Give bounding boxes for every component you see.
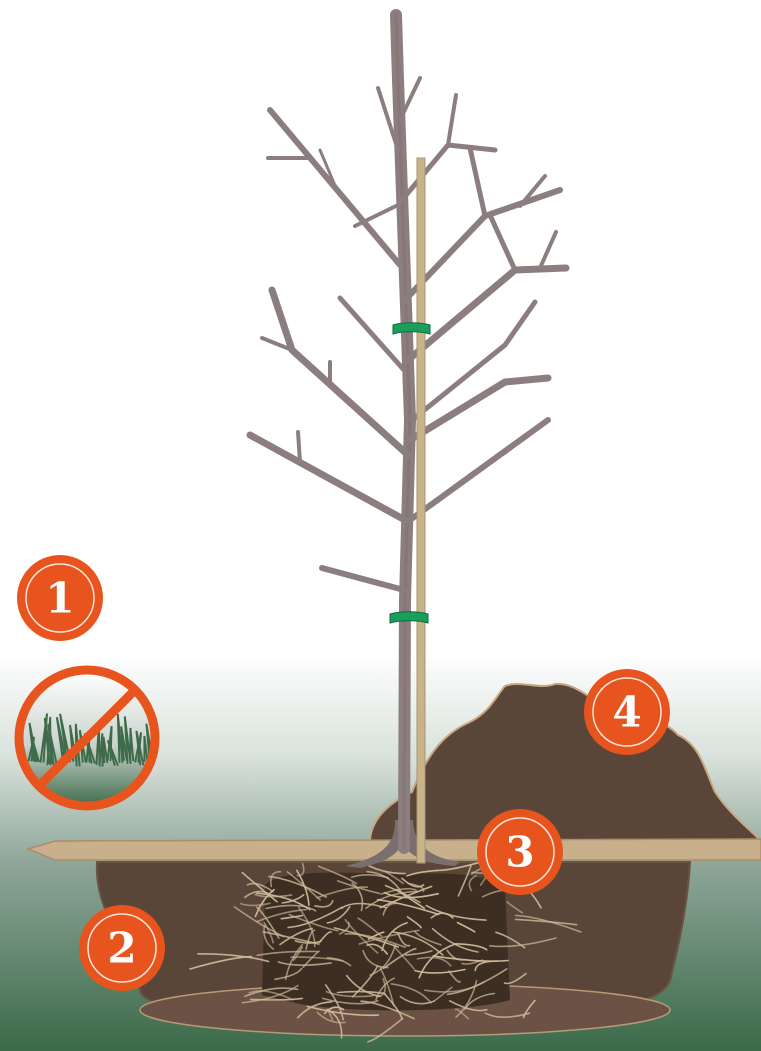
step-badge-2-number: 2: [107, 924, 136, 973]
step-badge-4: 4: [584, 669, 670, 755]
support-stake: [417, 158, 425, 863]
step-badge-1-number: 1: [45, 574, 74, 623]
step-badge-3-number: 3: [505, 828, 534, 877]
step-badge-1: 1: [17, 555, 103, 641]
no-grass-icon: [19, 670, 158, 806]
step-badge-4-number: 4: [612, 688, 641, 737]
step-badge-3: 3: [477, 809, 563, 895]
step-badge-2: 2: [79, 905, 165, 991]
